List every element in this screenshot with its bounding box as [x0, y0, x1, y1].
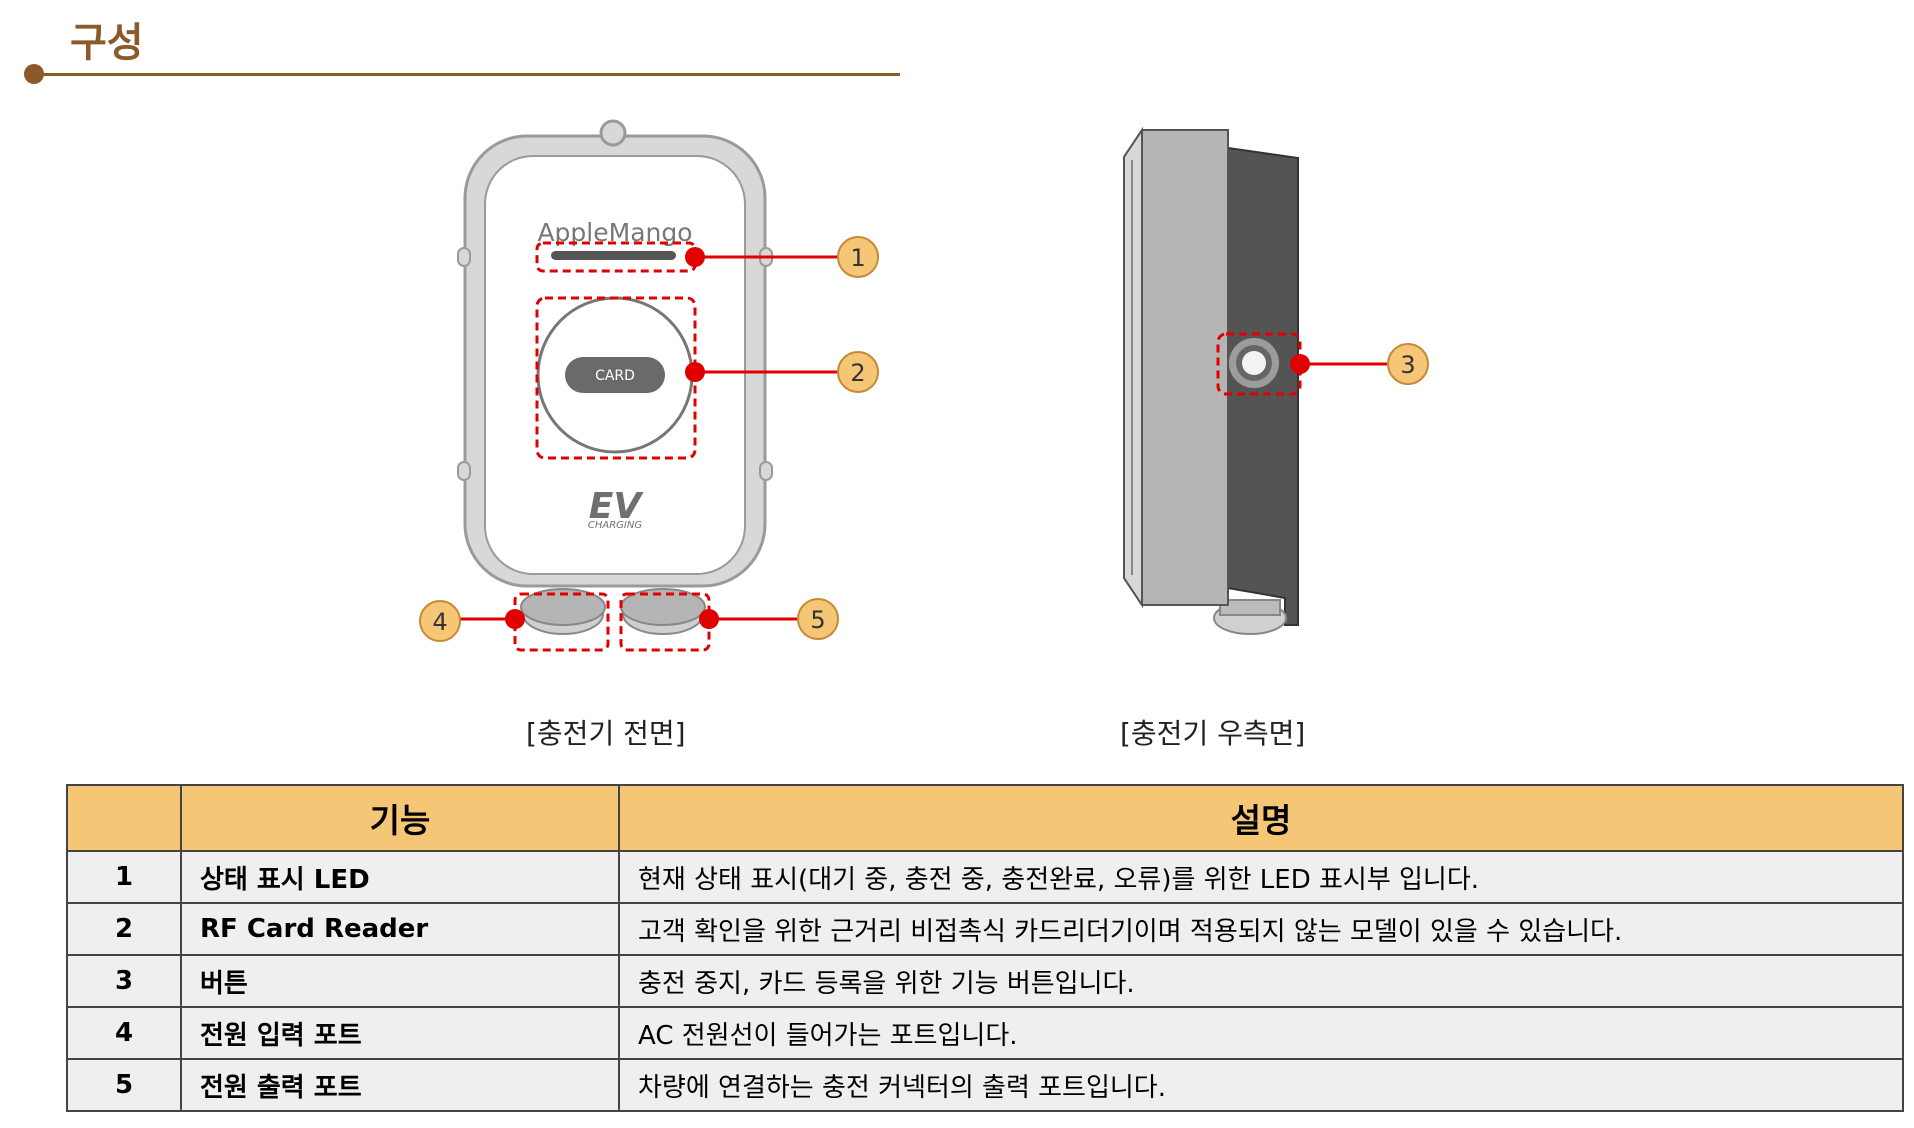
card-pill	[565, 357, 665, 393]
callout-badge-1: 1	[837, 236, 879, 278]
row-function: RF Card Reader	[180, 902, 620, 956]
row-description: 현재 상태 표시(대기 중, 충전 중, 충전완료, 오류)를 위한 LED 표…	[618, 850, 1904, 904]
charger-front-view: AppleMango CARD EV CHARGING	[457, 119, 837, 652]
row-function: 상태 표시 LED	[180, 850, 620, 904]
table-row: 4 전원 입력 포트 AC 전원선이 들어가는 포트입니다.	[66, 1006, 1904, 1060]
card-label: CARD	[595, 368, 635, 384]
power-output-port	[620, 588, 706, 635]
callout-badge-5: 5	[797, 598, 839, 640]
header-function: 기능	[180, 784, 620, 852]
table-row: 1 상태 표시 LED 현재 상태 표시(대기 중, 충전 중, 충전완료, 오…	[66, 850, 1904, 904]
title-rule	[34, 73, 900, 76]
row-function: 버튼	[180, 954, 620, 1008]
header-no	[66, 784, 182, 852]
row-description: 충전 중지, 카드 등록을 위한 기능 버튼입니다.	[618, 954, 1904, 1008]
table-header-row: 기능 설명	[66, 784, 1904, 852]
row-number: 2	[66, 902, 182, 956]
callout-badge-4: 4	[419, 600, 461, 642]
status-led-bar	[551, 251, 676, 260]
row-description: AC 전원선이 들어가는 포트입니다.	[618, 1006, 1904, 1060]
callout-badge-3: 3	[1387, 343, 1429, 385]
ev-charging-label: CHARGING	[588, 520, 642, 531]
ev-logo: EV	[589, 486, 645, 527]
row-function: 전원 출력 포트	[180, 1058, 620, 1112]
header-description: 설명	[618, 784, 1904, 852]
svg-text:2: 2	[850, 359, 865, 387]
charger-figure: AppleMango CARD EV CHARGING	[419, 119, 1429, 652]
callout-badge-2: 2	[837, 351, 879, 393]
svg-text:4: 4	[432, 608, 447, 636]
row-function: 전원 입력 포트	[180, 1006, 620, 1060]
svg-text:3: 3	[1400, 351, 1415, 379]
side-function-button	[1227, 336, 1281, 390]
table-row: 2 RF Card Reader 고객 확인을 위한 근거리 비접촉식 카드리더…	[66, 902, 1904, 956]
title-dot	[24, 64, 44, 84]
front-view-caption: [충전기 전면]	[526, 717, 686, 750]
row-number: 3	[66, 954, 182, 1008]
row-description: 고객 확인을 위한 근거리 비접촉식 카드리더기이며 적용되지 않는 모델이 있…	[618, 902, 1904, 956]
power-input-port	[520, 588, 606, 635]
section-title: 구성	[70, 20, 144, 66]
row-number: 1	[66, 850, 182, 904]
side-view-caption: [충전기 우측면]	[1120, 717, 1306, 750]
svg-text:1: 1	[850, 244, 865, 272]
row-number: 5	[66, 1058, 182, 1112]
table-row: 3 버튼 충전 중지, 카드 등록을 위한 기능 버튼입니다.	[66, 954, 1904, 1008]
row-number: 4	[66, 1006, 182, 1060]
row-description: 차량에 연결하는 충전 커넥터의 출력 포트입니다.	[618, 1058, 1904, 1112]
component-table: 기능 설명 1 상태 표시 LED 현재 상태 표시(대기 중, 충전 중, 충…	[66, 784, 1904, 1112]
svg-text:5: 5	[810, 606, 825, 634]
charger-side-view	[1123, 126, 1387, 635]
table-row: 5 전원 출력 포트 차량에 연결하는 충전 커넥터의 출력 포트입니다.	[66, 1058, 1904, 1112]
